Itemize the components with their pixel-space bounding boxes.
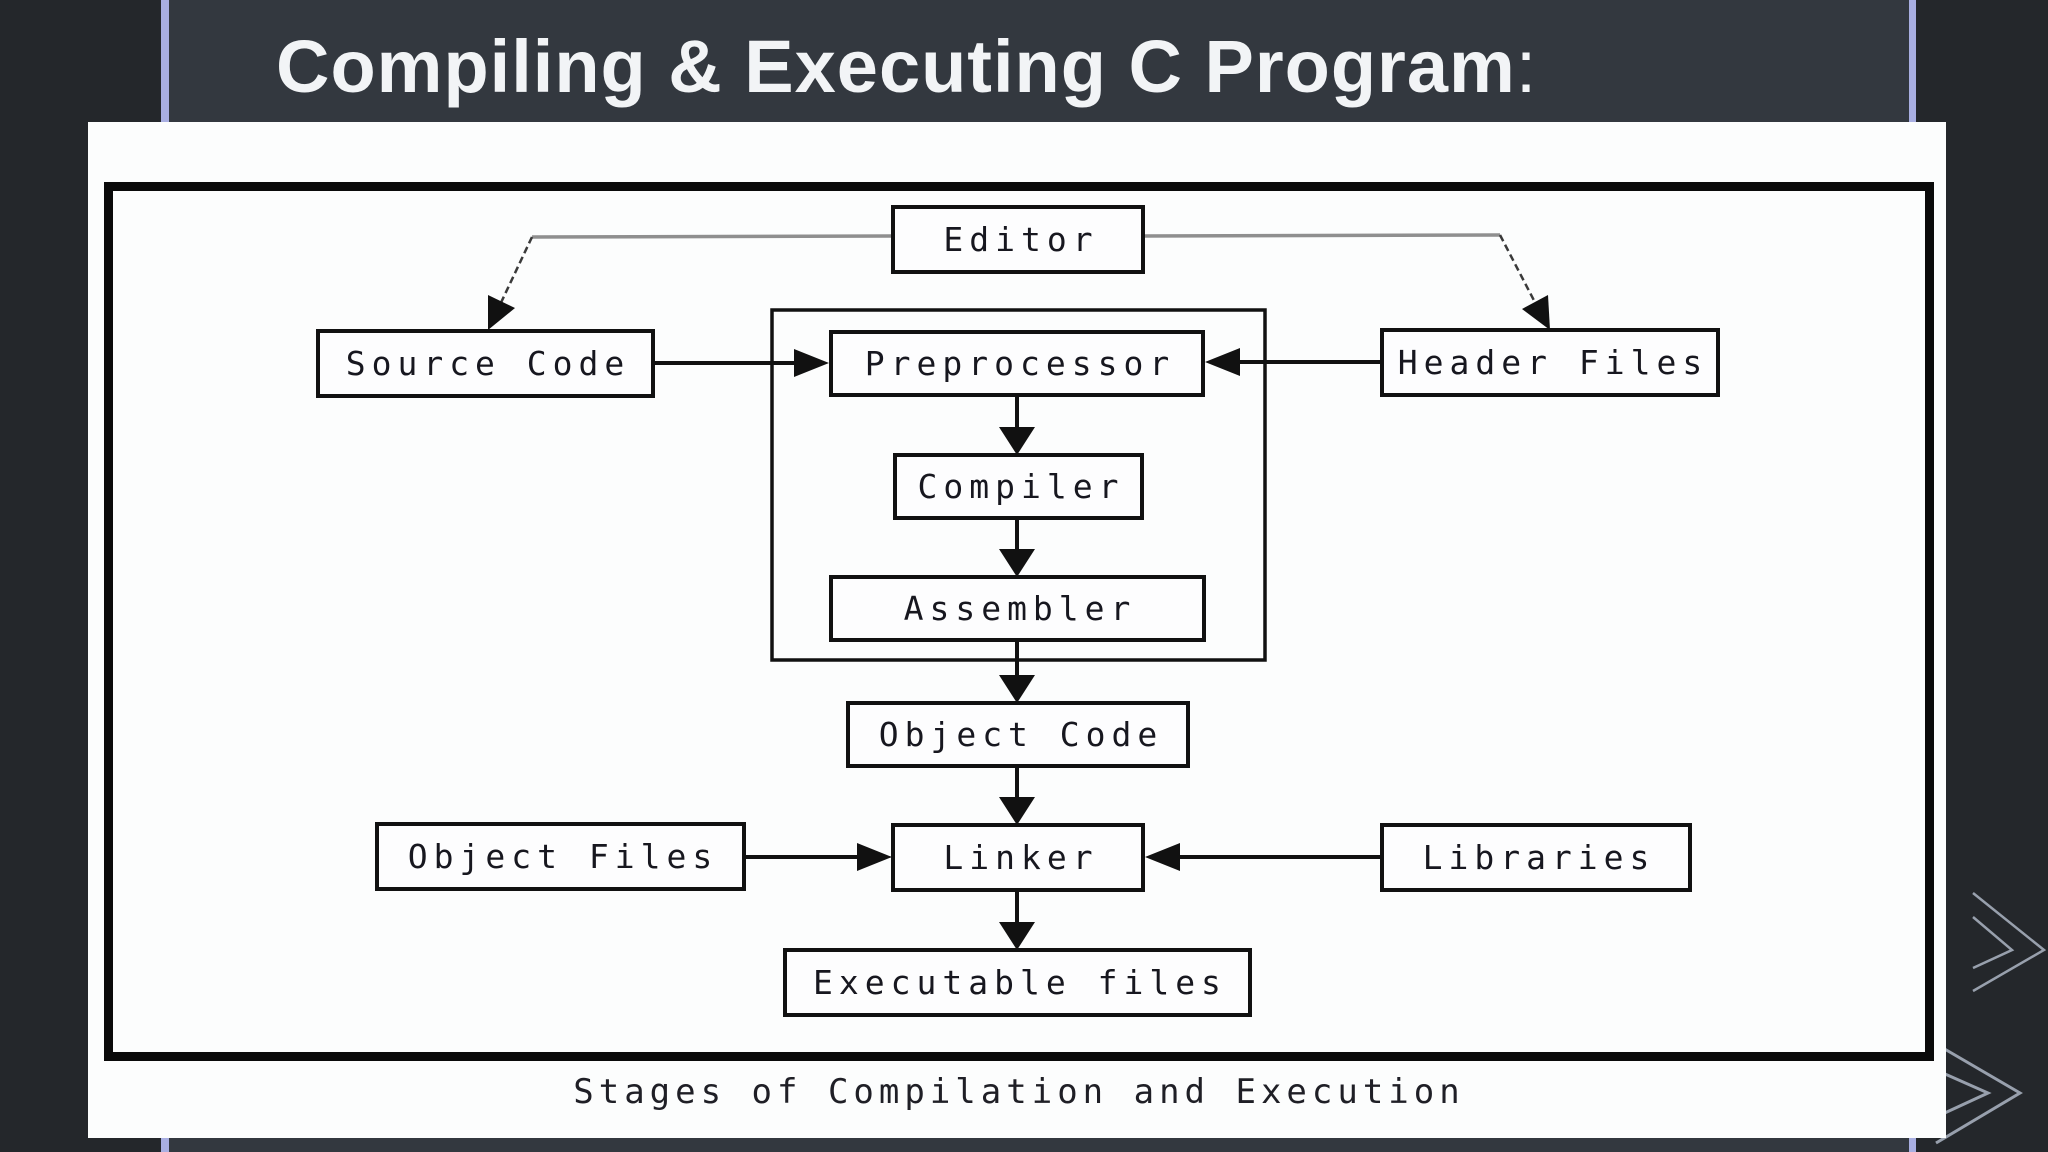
arrowhead-left-icon [1205, 348, 1240, 376]
node-assembler-label: Assembler [904, 589, 1137, 628]
node-header-files [1380, 328, 1720, 397]
arrowhead-right-icon [857, 843, 892, 871]
node-editor-label: Editor [943, 220, 1098, 259]
node-object-files-label: Object Files [408, 837, 718, 876]
node-object-code-label: Object Code [879, 715, 1164, 754]
node-executable-files-label: Executable files [813, 963, 1227, 1002]
diagram-border [104, 182, 1934, 1061]
arrowhead-down-icon [1522, 295, 1550, 330]
node-preprocessor [829, 330, 1205, 397]
node-compiler-label: Compiler [918, 467, 1125, 506]
node-compiler [893, 453, 1144, 520]
node-assembler [829, 575, 1206, 642]
node-libraries [1380, 823, 1692, 892]
flow-connectors [653, 360, 1382, 927]
chevron-right-icon [1935, 1042, 2023, 1145]
editor-to-source-code-diagonal [496, 236, 534, 310]
node-linker [891, 823, 1145, 892]
chevron-right-icon [1972, 892, 2047, 993]
arrowhead-down-icon [999, 427, 1035, 455]
editor-right-wing-line [1142, 233, 1501, 238]
flow-nodes [316, 205, 1720, 1017]
node-source-code-label: Source Code [346, 344, 631, 383]
diagram-caption: Stages of Compilation and Execution [573, 1072, 1465, 1112]
node-libraries-label: Libraries [1423, 838, 1656, 877]
arrowhead-down-icon [999, 797, 1035, 825]
chevron-right-icon [1935, 1068, 1992, 1119]
page-title-text: Compiling & Executing C Program [276, 25, 1516, 108]
node-source-code [316, 329, 655, 398]
flow-arrowheads [794, 348, 1240, 950]
node-header-files-label: Header Files [1398, 343, 1708, 382]
editor-to-header-files-diagonal [1498, 234, 1542, 313]
node-linker-label: Linker [943, 838, 1098, 877]
node-preprocessor-label: Preprocessor [865, 344, 1175, 383]
node-editor [891, 205, 1145, 274]
arrowhead-right-icon [794, 349, 829, 377]
page-title: Compiling & Executing C Program: [276, 30, 1537, 104]
page-title-colon: : [1515, 25, 1538, 108]
arrowhead-down-icon [999, 549, 1035, 577]
node-executable-files [783, 948, 1252, 1017]
chevron-right-icon [1935, 1042, 2023, 1145]
chevron-right-icon [1972, 892, 2047, 993]
arrowhead-down-icon [488, 295, 515, 330]
arrowhead-left-icon [1145, 843, 1180, 871]
arrowhead-down-icon [999, 922, 1035, 950]
flow-node-labels: Editor Source Code Preprocessor Header F… [346, 220, 1708, 1002]
chevron-right-icon [1972, 916, 2015, 970]
node-object-code [846, 701, 1190, 768]
arrowhead-down-icon [999, 675, 1035, 703]
node-object-files [375, 822, 746, 891]
editor-left-wing-line [531, 234, 894, 239]
editor-connectors [488, 233, 1550, 330]
